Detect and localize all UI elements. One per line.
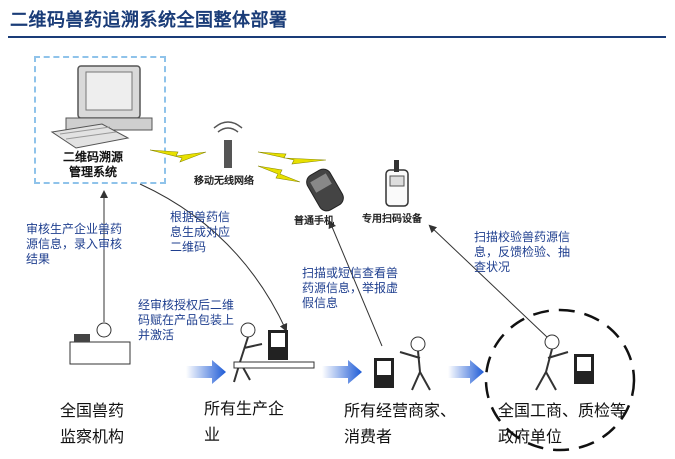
note-generate: 根据兽药信 息生成对应 二维码 bbox=[170, 210, 231, 254]
producer-figure bbox=[233, 322, 315, 383]
scanner-icon bbox=[385, 160, 409, 207]
system-box bbox=[34, 56, 166, 184]
system-label-line2: 管理系统 bbox=[68, 165, 117, 179]
title-divider bbox=[8, 36, 666, 38]
system-label-line1: 二维码溯源 bbox=[62, 150, 123, 164]
supervisor-figure bbox=[69, 322, 131, 365]
actor-merchant: 所有经营商家、 消费者 bbox=[344, 401, 457, 446]
actor-government: 全国工商、质检等 政府单位 bbox=[498, 401, 627, 446]
phone-icon bbox=[306, 168, 344, 212]
government-figure bbox=[535, 334, 594, 391]
actor-supervisor: 全国兽药 监察机构 bbox=[60, 401, 125, 446]
computer-icon bbox=[50, 65, 153, 149]
bolt-icon bbox=[149, 149, 207, 163]
merchant-figure bbox=[374, 336, 431, 391]
flow-arrow-1 bbox=[186, 360, 226, 384]
system-label: 二维码溯源 管理系统 bbox=[60, 150, 126, 180]
scanner-label: 专用扫码设备 bbox=[362, 214, 422, 225]
arrow-phone-merchant bbox=[328, 220, 383, 347]
arrow-generate bbox=[139, 183, 288, 332]
bolt-icon bbox=[257, 165, 301, 183]
note-verify: 扫描校验兽药源信 息，反馈检验、抽 查状况 bbox=[474, 230, 571, 274]
note-scan-query: 扫描或短信查看兽 药源信息，举报虚 假信息 bbox=[302, 266, 399, 310]
actor-producer: 所有生产企 业 bbox=[204, 399, 285, 444]
note-authorize: 经审核授权后二维 码赋在产品包装上 并激活 bbox=[138, 298, 235, 342]
bolt-icon bbox=[257, 151, 327, 165]
phone-label: 普通手机 bbox=[294, 216, 334, 227]
government-circle bbox=[484, 308, 636, 452]
antenna-icon bbox=[213, 121, 243, 168]
wireless-label: 移动无线网络 bbox=[194, 176, 254, 187]
flow-arrow-3 bbox=[448, 360, 484, 384]
page-title: 二维码兽药追溯系统全国整体部署 bbox=[10, 10, 288, 31]
flow-arrow-2 bbox=[322, 360, 362, 384]
arrow-scanner-gov bbox=[428, 224, 549, 339]
note-review: 审核生产企业兽药 源信息，录入审核 结果 bbox=[26, 222, 123, 266]
